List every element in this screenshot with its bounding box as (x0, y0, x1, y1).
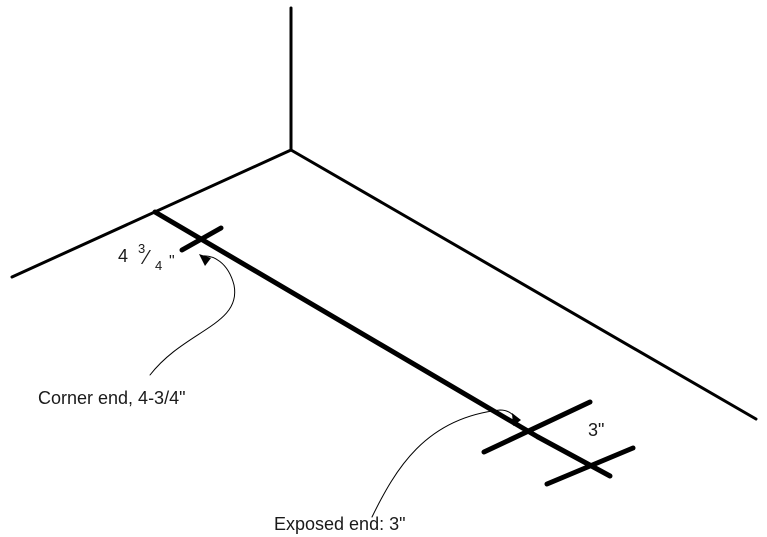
exposed-leader-arrow (512, 413, 521, 426)
dim-corner-unit: " (169, 253, 175, 270)
corner-end-tick (179, 225, 224, 253)
dim-corner-denominator: 4 (155, 258, 162, 273)
dim-corner-numerator: 3 (138, 241, 145, 256)
board-line (152, 209, 541, 440)
exposed-end-link (535, 434, 613, 479)
dim-exposed-label: 3" (588, 420, 604, 440)
right-floor-edge (289, 148, 758, 421)
corner-leader-line (149, 255, 236, 376)
exposed-end-tick-upper (481, 399, 593, 455)
dim-corner-whole: 4 (118, 246, 128, 266)
left-floor-edge (10, 148, 293, 279)
exposed-callout-label: Exposed end: 3" (274, 514, 405, 534)
corner-leader-arrow (199, 254, 211, 266)
corner-callout-label: Corner end, 4-3/4" (38, 388, 185, 408)
dim-corner-fraction-slash: ⁄ (140, 247, 151, 269)
exposed-leader-line (371, 409, 518, 518)
